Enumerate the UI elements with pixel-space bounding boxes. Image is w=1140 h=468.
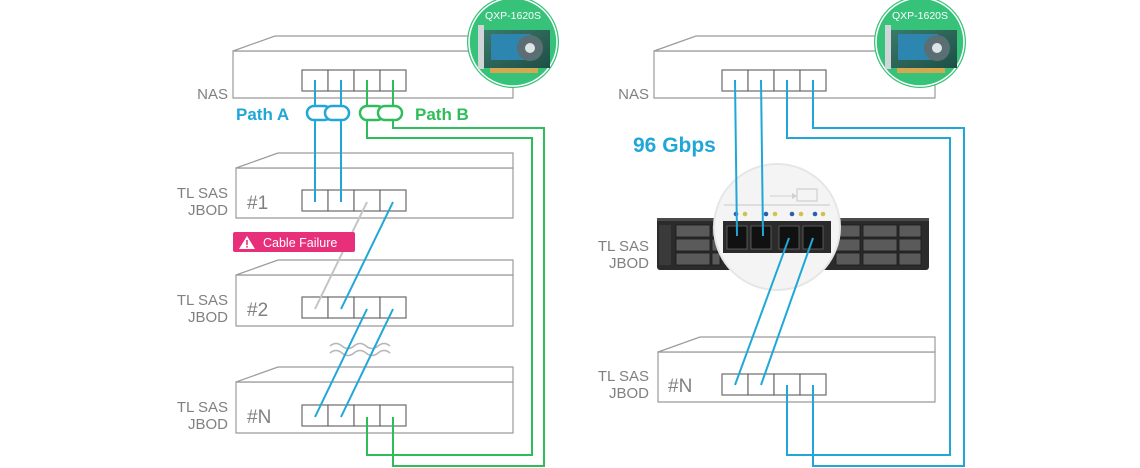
path-a-cables xyxy=(314,80,394,418)
jbod-label-line1: TL SAS xyxy=(177,185,228,202)
jbod-label-line2: JBOD xyxy=(188,202,228,219)
warning-triangle-icon xyxy=(239,236,255,249)
cable xyxy=(760,237,814,386)
qxp-card-badge: QXP-1620S xyxy=(467,0,559,88)
cable xyxy=(812,80,965,467)
jbod-1: #1 TL SAS JBOD xyxy=(177,152,514,219)
status-leds xyxy=(733,211,826,217)
cable xyxy=(340,308,394,418)
pcie-card-icon xyxy=(885,25,957,73)
jbod-2: #2 TL SAS JBOD xyxy=(177,259,514,327)
cable xyxy=(366,80,533,456)
jbod-number: #N xyxy=(247,407,271,428)
nas-port-group xyxy=(301,69,407,92)
jbod-label-line1: TL SAS xyxy=(598,238,649,255)
jbod-number: #1 xyxy=(247,193,268,214)
path-a-label: Path A xyxy=(236,105,289,124)
port-magnifier xyxy=(713,163,841,291)
right-panel: NAS 96 Gbps #N TL SAS JBOD xyxy=(598,0,966,467)
nas-unit: NAS xyxy=(197,35,514,103)
nas-label: NAS xyxy=(618,86,649,103)
chain-link-icon xyxy=(305,104,351,122)
pcie-card-icon xyxy=(478,25,550,73)
jbod-number: #2 xyxy=(247,300,268,321)
path-b-label: Path B xyxy=(415,105,469,124)
continuation-wave-icon xyxy=(329,342,391,357)
left-panel: NAS #1 TL SAS JBOD #2 TL SAS JBOD xyxy=(177,0,559,467)
failed-cable xyxy=(314,201,368,310)
cable xyxy=(314,308,368,418)
jbod-n: #N TL SAS JBOD xyxy=(177,366,514,434)
cable xyxy=(734,79,738,237)
nas-label: NAS xyxy=(197,86,228,103)
cable-failure-text: Cable Failure xyxy=(263,236,337,250)
chain-link-icon xyxy=(358,104,404,122)
drive-bays xyxy=(675,224,922,266)
jbod-label-line2: JBOD xyxy=(188,416,228,433)
qxp-card-badge: QXP-1620S xyxy=(874,0,966,88)
right-cables xyxy=(734,79,965,467)
card-model-label: QXP-1620S xyxy=(485,10,541,22)
jbod-label-line1: TL SAS xyxy=(598,368,649,385)
card-model-label: QXP-1620S xyxy=(892,10,948,22)
jbod-label-line1: TL SAS xyxy=(177,399,228,416)
jbod-label-line1: TL SAS xyxy=(177,292,228,309)
jbod-port xyxy=(353,296,381,319)
bandwidth-label: 96 Gbps xyxy=(633,134,716,157)
jbod-port xyxy=(353,189,381,212)
cable xyxy=(734,237,790,386)
jbod-label-line2: JBOD xyxy=(609,255,649,272)
sas-ports xyxy=(726,225,824,250)
jbod-port xyxy=(379,296,407,319)
jbod-port xyxy=(379,189,407,212)
jbod-number: #N xyxy=(668,376,692,397)
cable xyxy=(760,79,764,237)
cable xyxy=(786,80,951,456)
jbod-label-line2: JBOD xyxy=(609,385,649,402)
nas-unit: NAS xyxy=(618,35,936,103)
cable xyxy=(340,201,394,310)
jbod-label-line2: JBOD xyxy=(188,309,228,326)
cable-failure-badge: Cable Failure xyxy=(233,232,355,252)
